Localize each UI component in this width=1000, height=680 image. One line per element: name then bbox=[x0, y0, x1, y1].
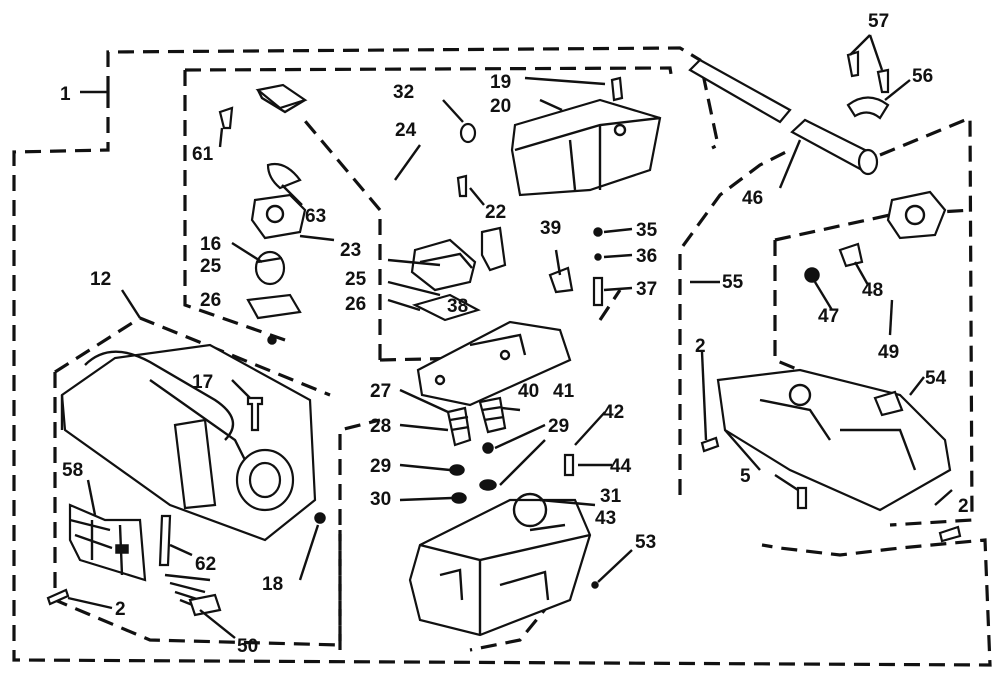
label-part-42: 42 bbox=[603, 402, 624, 423]
label-part-56: 56 bbox=[912, 66, 933, 87]
label-part-24: 24 bbox=[395, 120, 417, 141]
label-part-5: 5 bbox=[740, 466, 751, 487]
label-part-57: 57 bbox=[868, 11, 889, 32]
clamp-parts-56-57 bbox=[846, 50, 890, 120]
label-part-37: 37 bbox=[636, 279, 657, 300]
diaphragm-parts bbox=[446, 396, 575, 504]
label-part-40: 40 bbox=[518, 381, 539, 402]
valve-right-part bbox=[804, 190, 947, 283]
right-subassembly-boundary bbox=[678, 115, 974, 527]
label-part-26a: 26 bbox=[200, 290, 221, 311]
label-part-31: 31 bbox=[600, 486, 622, 507]
label-part-54: 54 bbox=[925, 368, 947, 389]
label-part-12: 12 bbox=[90, 269, 111, 290]
label-part-44: 44 bbox=[610, 456, 632, 477]
label-part-2c: 2 bbox=[115, 599, 126, 620]
label-part-53: 53 bbox=[635, 532, 656, 553]
label-part-32: 32 bbox=[393, 82, 414, 103]
label-part-23: 23 bbox=[340, 240, 361, 261]
label-part-22: 22 bbox=[485, 202, 506, 223]
spring-clip-part-50 bbox=[164, 573, 222, 617]
label-part-2a: 2 bbox=[695, 336, 706, 357]
label-part-28: 28 bbox=[370, 416, 391, 437]
part-labels: 1 12 16 17 18 19 20 22 23 24 25 25 26 26… bbox=[60, 11, 969, 657]
leader-lines bbox=[67, 34, 953, 639]
valve-stem-parts bbox=[548, 227, 604, 307]
label-part-17: 17 bbox=[192, 372, 213, 393]
label-part-46: 46 bbox=[742, 188, 763, 209]
label-part-38: 38 bbox=[447, 296, 468, 317]
label-part-55: 55 bbox=[722, 272, 744, 293]
label-part-50: 50 bbox=[237, 636, 258, 657]
outer-assembly-boundary bbox=[12, 46, 992, 667]
housing-valve-center bbox=[410, 122, 507, 322]
label-part-36: 36 bbox=[636, 246, 657, 267]
label-part-2b: 2 bbox=[958, 496, 969, 517]
label-part-49: 49 bbox=[878, 342, 899, 363]
label-part-29b: 29 bbox=[548, 416, 569, 437]
label-part-61: 61 bbox=[192, 144, 214, 165]
label-part-19: 19 bbox=[490, 72, 511, 93]
label-part-25b: 25 bbox=[345, 269, 367, 290]
valve-body-base bbox=[408, 492, 599, 637]
valve-solenoid bbox=[218, 83, 308, 345]
label-part-63: 63 bbox=[305, 206, 326, 227]
label-part-43: 43 bbox=[595, 508, 616, 529]
label-part-16: 16 bbox=[200, 234, 221, 255]
label-part-26b: 26 bbox=[345, 294, 366, 315]
bracket-part-58 bbox=[68, 503, 147, 582]
label-part-58: 58 bbox=[62, 460, 83, 481]
valve-group-boundary bbox=[183, 66, 674, 342]
label-part-29a: 29 bbox=[370, 456, 391, 477]
label-part-25a: 25 bbox=[200, 256, 222, 277]
label-part-20: 20 bbox=[490, 96, 511, 117]
label-part-1: 1 bbox=[60, 84, 71, 105]
label-part-62: 62 bbox=[195, 554, 216, 575]
label-part-41: 41 bbox=[553, 381, 575, 402]
label-part-39: 39 bbox=[540, 218, 561, 239]
base-part-54 bbox=[700, 368, 962, 543]
tube-part-46 bbox=[688, 58, 879, 176]
inlet-housing bbox=[60, 343, 317, 542]
small-parts-left bbox=[46, 396, 326, 606]
label-part-35: 35 bbox=[636, 220, 658, 241]
label-part-48: 48 bbox=[862, 280, 883, 301]
label-part-30: 30 bbox=[370, 489, 391, 510]
label-part-47: 47 bbox=[818, 306, 839, 327]
label-part-18: 18 bbox=[262, 574, 283, 595]
cover-part-20 bbox=[510, 76, 662, 197]
center-plate-part bbox=[416, 320, 572, 407]
label-part-27: 27 bbox=[370, 381, 391, 402]
